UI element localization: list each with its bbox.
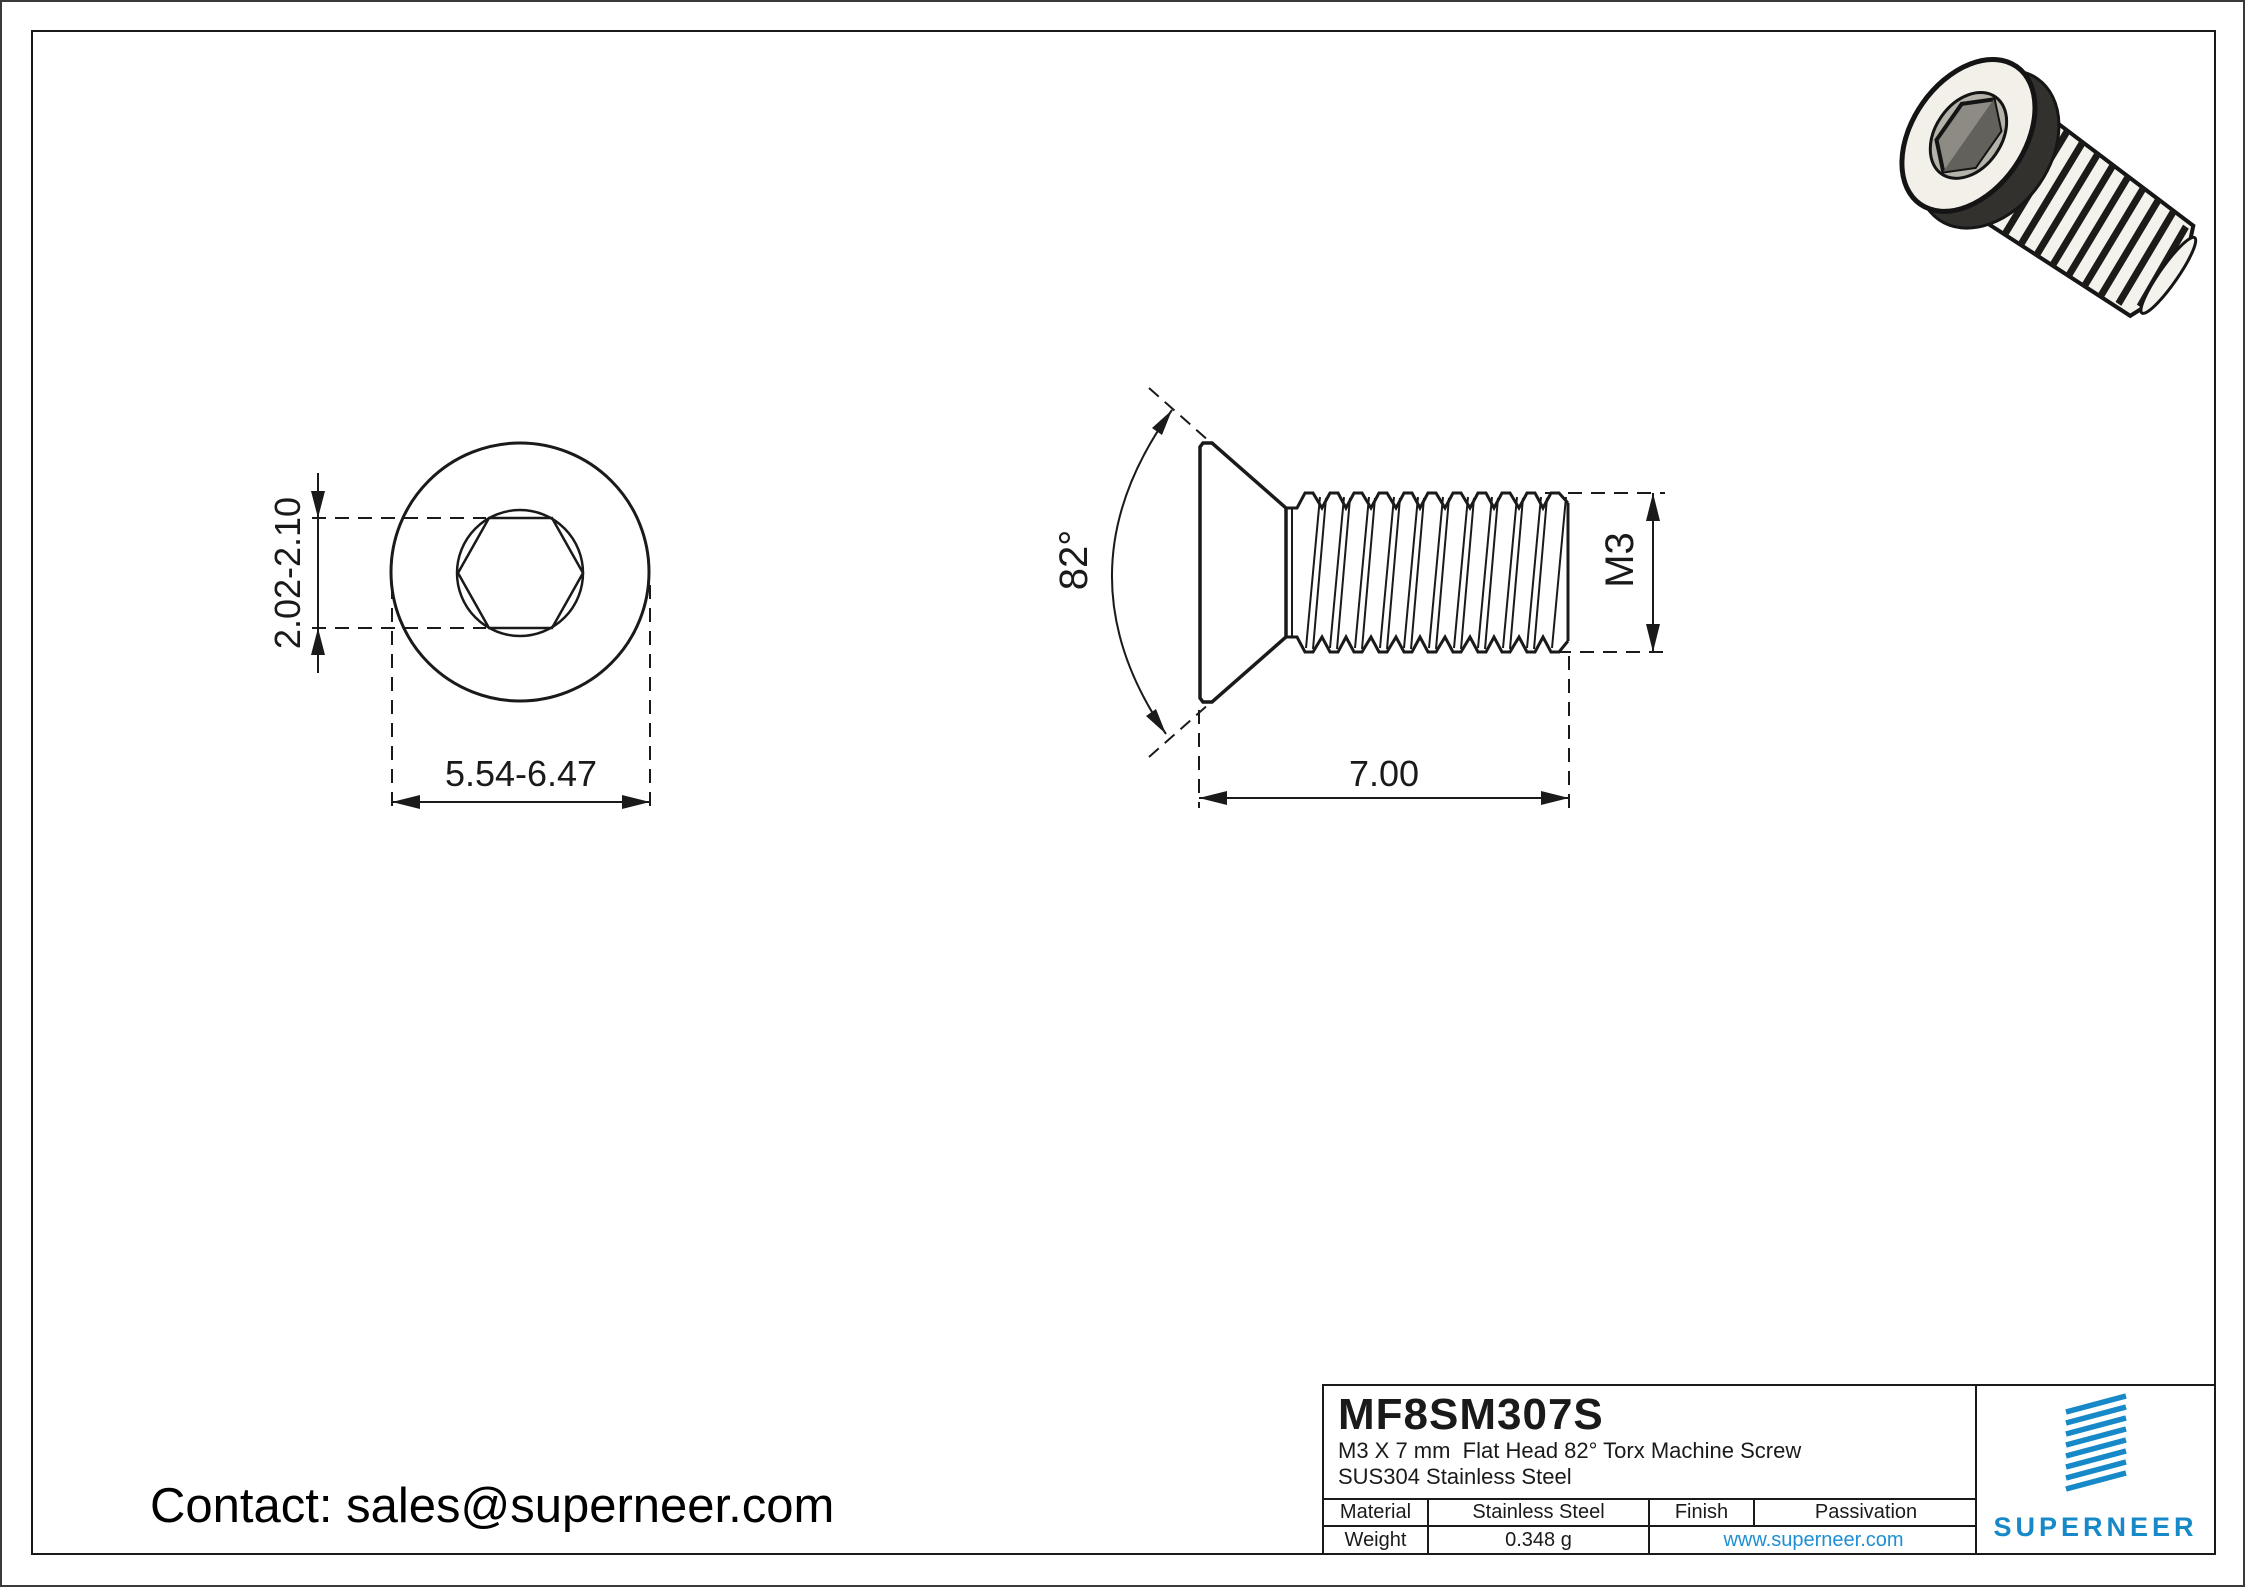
front-head-dimension: 5.54-6.47 — [391, 585, 651, 810]
part-description-line2: SUS304 Stainless Steel — [1338, 1464, 1572, 1489]
arrowhead-right — [622, 795, 650, 809]
drawing-frame — [31, 30, 2216, 1555]
website-link[interactable]: www.superneer.com — [1648, 1527, 1977, 1555]
extension-lines — [1545, 492, 1665, 653]
side-length-dimension: 7.00 — [1198, 656, 1570, 808]
side-angle-dimension: 82° — [1052, 387, 1210, 758]
arrowhead-up — [311, 628, 325, 655]
hex-socket-outline — [456, 516, 585, 630]
angle-arc — [1111, 409, 1173, 735]
socket-circle — [455, 508, 585, 638]
weight-value: 0.348 g — [1427, 1527, 1648, 1555]
thread-profile-bottom — [1286, 633, 1570, 654]
brand-logo-stripes-icon — [2065, 1393, 2127, 1492]
part-description-line1: M3 X 7 mm Flat Head 82° Torx Machine Scr… — [1338, 1438, 1802, 1463]
thread-flank-lines — [1305, 496, 1567, 650]
brand-name: SUPERNEER — [1993, 1512, 2198, 1542]
extension-lines — [391, 585, 651, 810]
weight-label: Weight — [1344, 1529, 1407, 1551]
arc-arrowhead-bottom — [1146, 709, 1166, 734]
arrowhead-down — [311, 491, 325, 518]
extension-lines — [312, 517, 486, 629]
thread-profile-top — [1286, 491, 1570, 512]
title-block-header: MF8SM307S M3 X 7 mm Flat Head 82° Torx M… — [1324, 1386, 1975, 1498]
contact-email-text: Contact: sales@superneer.com — [150, 1479, 835, 1533]
side-view: 82° M3 7.00 — [1052, 387, 1665, 808]
arc-arrowhead-top — [1152, 410, 1172, 435]
title-block: MF8SM307S M3 X 7 mm Flat Head 82° Torx M… — [1322, 1384, 2216, 1555]
head-outer-circle — [389, 441, 651, 703]
arrowhead-down — [1646, 624, 1660, 652]
head-dim-label: 5.54-6.47 — [445, 753, 597, 794]
arrowhead-left — [392, 795, 420, 809]
side-thread-dimension: M3 — [1545, 492, 1665, 653]
arrowhead-right — [1541, 791, 1569, 805]
finish-value: Passivation — [1753, 1500, 1977, 1527]
front-socket-dimension: 2.02-2.10 — [267, 473, 486, 673]
finish-label: Finish — [1648, 1500, 1753, 1527]
socket-dim-label: 2.02-2.10 — [267, 497, 308, 649]
angle-dim-label: 82° — [1052, 530, 1096, 591]
material-label: Material — [1339, 1501, 1412, 1523]
front-view: 2.02-2.10 5.54-6.47 — [267, 441, 651, 810]
screw-3d-socket-shading — [1943, 99, 2001, 172]
arrowhead-up — [1646, 493, 1660, 521]
length-dim-label: 7.00 — [1349, 753, 1419, 794]
part-number: MF8SM307S — [1338, 1390, 1604, 1439]
title-block-row-material: Material Stainless Steel Finish Passivat… — [1324, 1498, 1977, 1527]
material-value: Stainless Steel — [1427, 1500, 1648, 1527]
title-block-row-weight: Weight 0.348 g www.superneer.com — [1324, 1525, 1977, 1555]
screw-3d-render — [1899, 56, 2198, 319]
head-profile — [1198, 441, 1288, 704]
brand-logo-cell: SUPERNEER — [1975, 1386, 2214, 1553]
thread-dim-label: M3 — [1598, 532, 1642, 588]
extension-lines — [1198, 656, 1570, 808]
arrowhead-left — [1199, 791, 1227, 805]
screw-3d-tip — [2139, 235, 2198, 315]
